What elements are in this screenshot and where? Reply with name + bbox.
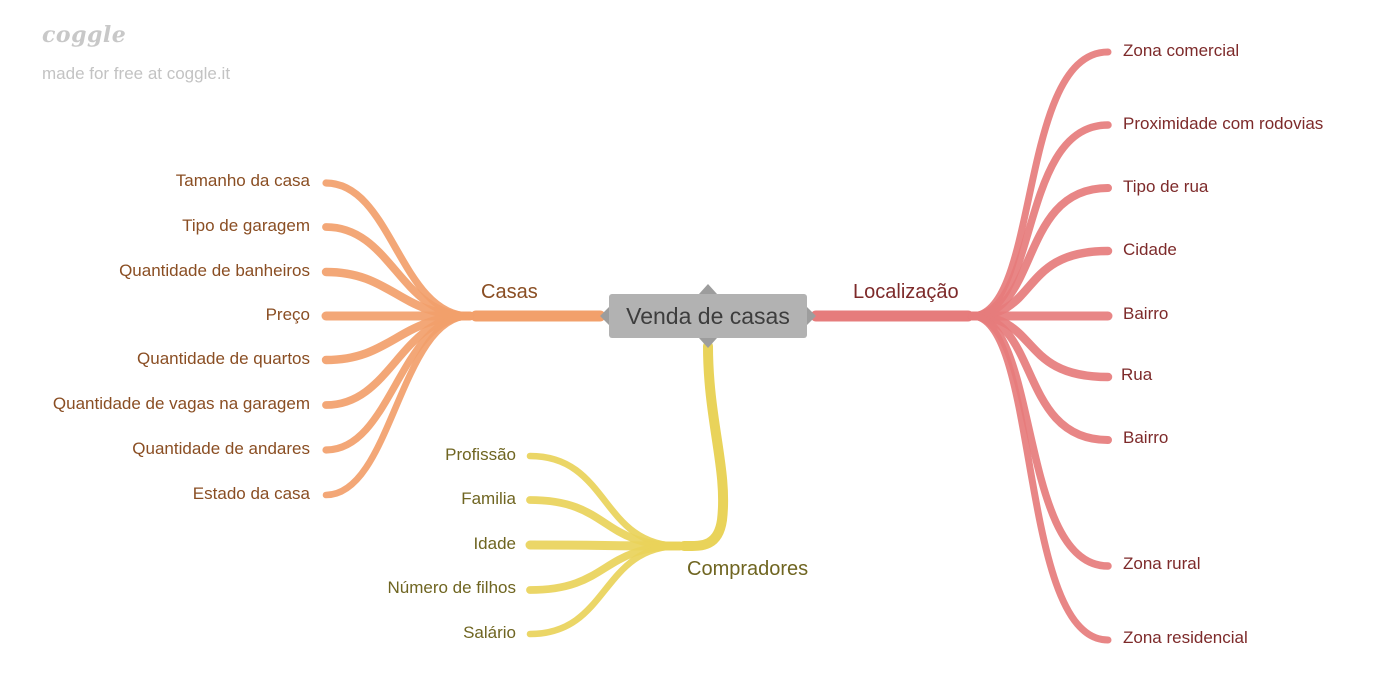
localizacao-item-1[interactable]: Proximidade com rodovias xyxy=(1123,114,1324,133)
compradores-item-2[interactable]: Idade xyxy=(473,534,516,553)
localizacao-item-0[interactable]: Zona comercial xyxy=(1123,41,1240,60)
compradores-item-1[interactable]: Familia xyxy=(461,489,516,508)
branch-localizacao-label[interactable]: Localização xyxy=(853,281,959,303)
compradores-connector-1 xyxy=(526,496,684,550)
branch-casas-label[interactable]: Casas xyxy=(481,281,538,303)
casas-item-7[interactable]: Estado da casa xyxy=(192,484,310,503)
localizacao-connector-8 xyxy=(968,312,1112,644)
compradores-connector-3 xyxy=(526,542,684,594)
compradores-trunk xyxy=(679,341,729,552)
coggle-logo: coggle xyxy=(42,22,127,48)
localizacao-item-2[interactable]: Tipo de rua xyxy=(1123,177,1209,196)
casas-item-6[interactable]: Quantidade de andares xyxy=(132,439,310,458)
localizacao-item-5[interactable]: Rua xyxy=(1121,365,1153,384)
localizacao-item-8[interactable]: Zona residencial xyxy=(1123,628,1248,647)
localizacao-item-6[interactable]: Bairro xyxy=(1123,428,1169,447)
casas-item-0[interactable]: Tamanho da casa xyxy=(175,171,310,190)
casas-item-2[interactable]: Quantidade de banheiros xyxy=(119,261,310,280)
central-right-arrow xyxy=(807,307,816,325)
localizacao-item-3[interactable]: Cidade xyxy=(1123,240,1177,259)
casas-connector-7 xyxy=(322,312,474,499)
casas-item-4[interactable]: Quantidade de quartos xyxy=(137,349,310,368)
compradores-item-4[interactable]: Salário xyxy=(463,623,516,642)
compradores-connector-4 xyxy=(526,542,684,638)
branch-compradores-label[interactable]: Compradores xyxy=(687,558,809,580)
central-left-arrow xyxy=(600,307,609,325)
localizacao-connector-6 xyxy=(968,312,1112,444)
central-node[interactable]: Venda de casas xyxy=(609,294,807,338)
coggle-tagline: made for free at coggle.it xyxy=(42,64,231,83)
central-node-label: Venda de casas xyxy=(626,302,790,329)
compradores-item-0[interactable]: Profissão xyxy=(445,445,516,464)
casas-item-1[interactable]: Tipo de garagem xyxy=(182,216,310,235)
casas-item-5[interactable]: Quantidade de vagas na garagem xyxy=(52,394,310,413)
localizacao-item-7[interactable]: Zona rural xyxy=(1123,554,1201,573)
central-bottom-arrow xyxy=(699,338,717,348)
localizacao-item-4[interactable]: Bairro xyxy=(1123,304,1169,323)
casas-item-3[interactable]: Preço xyxy=(265,305,310,324)
compradores-item-3[interactable]: Número de filhos xyxy=(387,578,516,597)
central-top-arrow xyxy=(699,284,717,294)
